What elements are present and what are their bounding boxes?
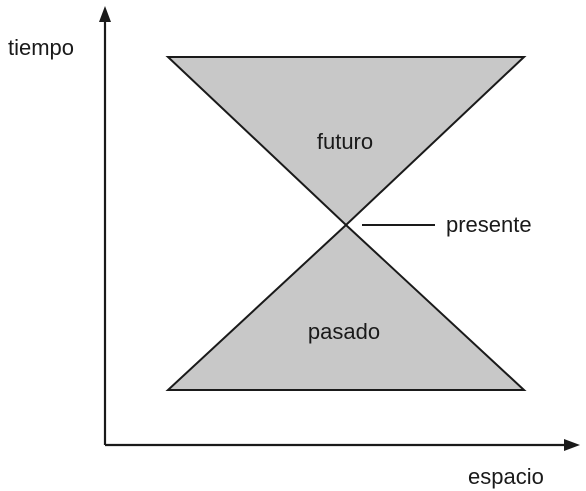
y-axis-label: tiempo bbox=[8, 35, 74, 60]
x-axis-label: espacio bbox=[468, 464, 544, 489]
future-label: futuro bbox=[317, 129, 373, 154]
y-axis-arrowhead bbox=[99, 6, 111, 22]
past-label: pasado bbox=[308, 319, 380, 344]
present-label: presente bbox=[446, 212, 532, 237]
x-axis-arrowhead bbox=[564, 439, 580, 451]
future-cone bbox=[165, 56, 527, 227]
past-cone bbox=[165, 223, 527, 391]
